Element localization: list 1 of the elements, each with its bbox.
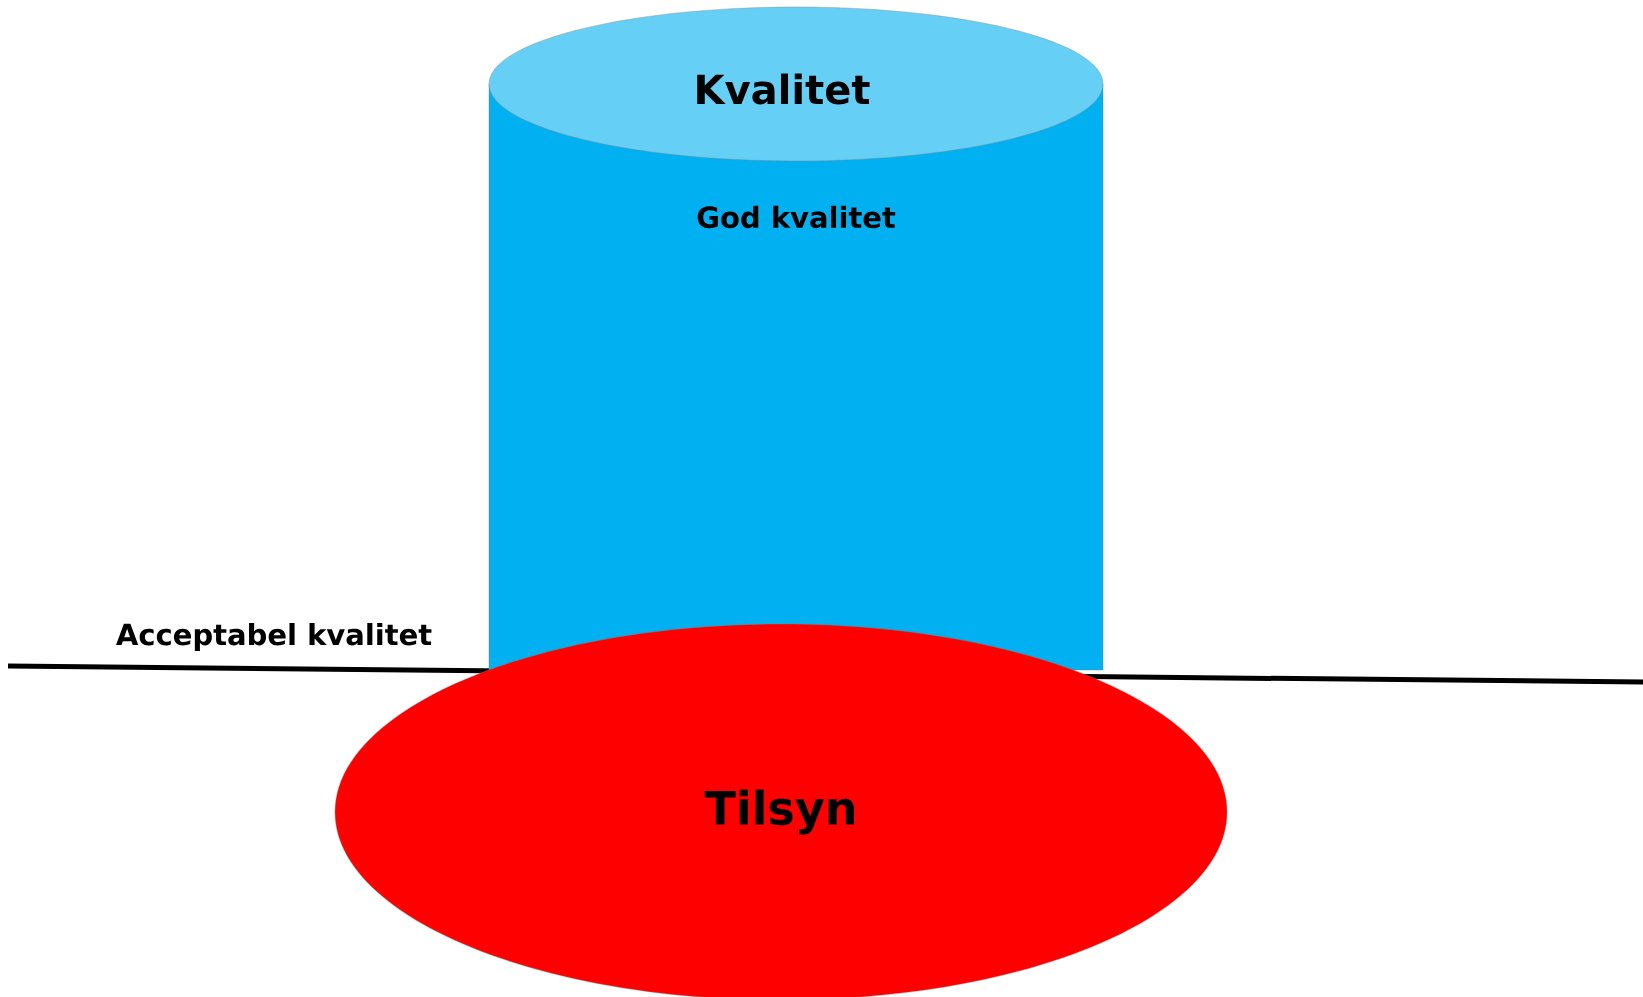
cylinder: Kvalitet God kvalitet: [488, 6, 1104, 671]
